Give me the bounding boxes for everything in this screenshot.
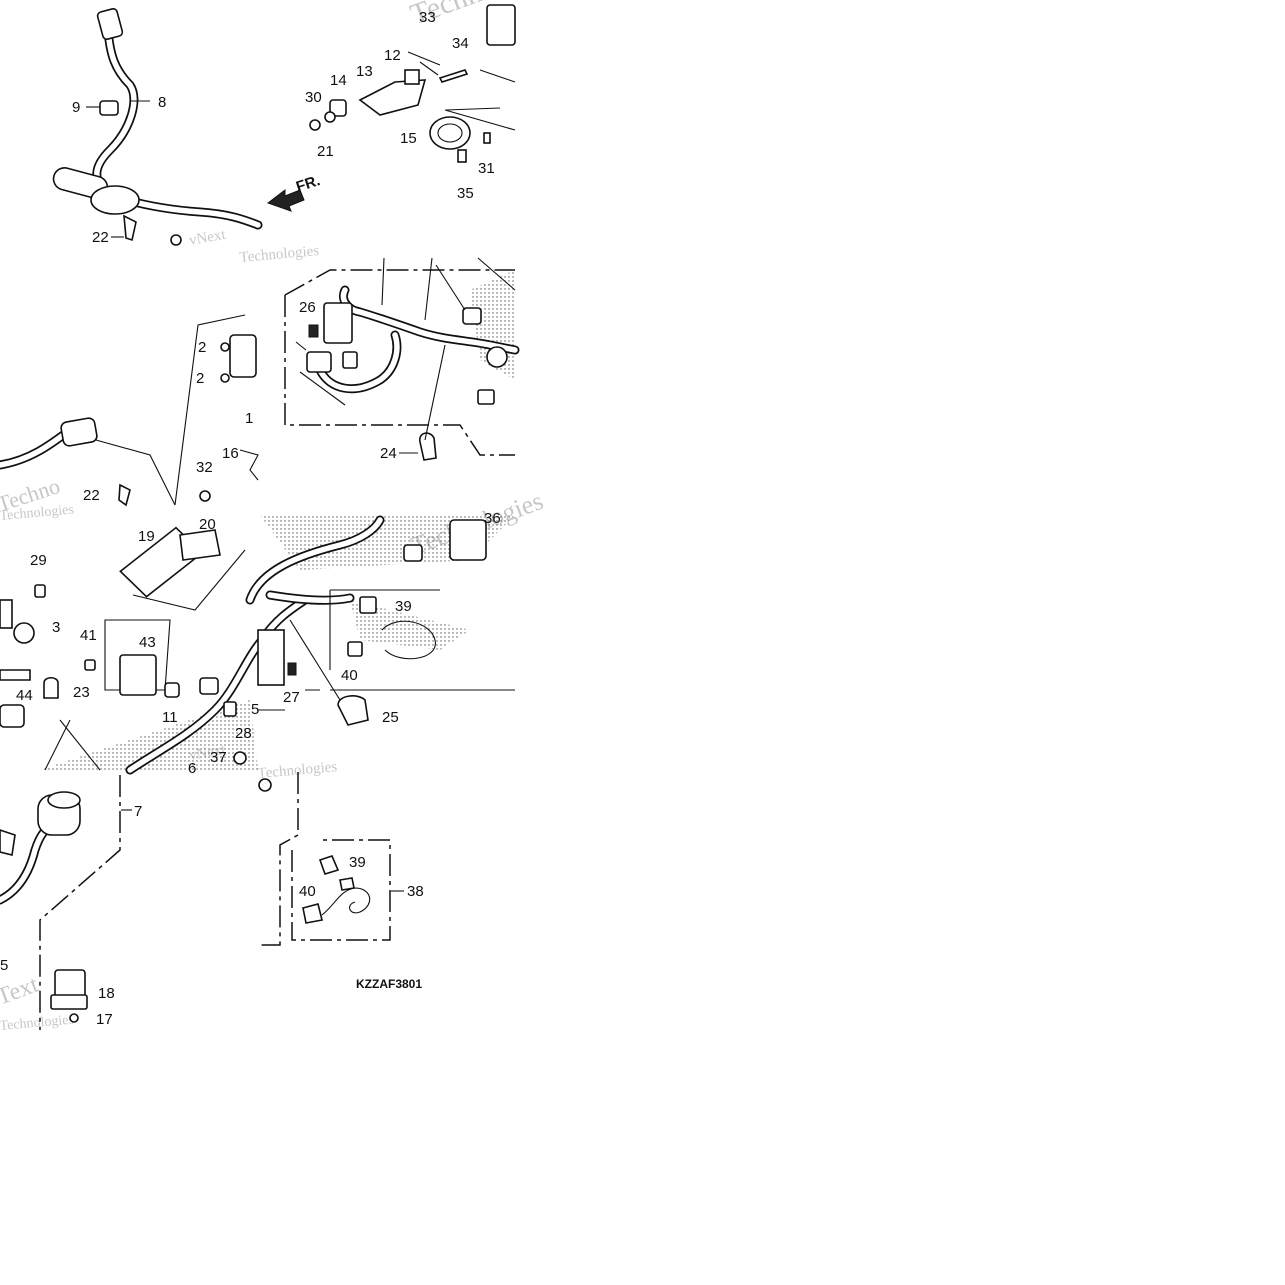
callout-43: 43 <box>139 634 156 651</box>
callout-5: 5 <box>0 957 8 974</box>
callout-16: 16 <box>222 445 239 462</box>
bracket-assembly <box>309 4 516 163</box>
shaded-areas <box>40 270 515 770</box>
callout-6: 6 <box>188 760 196 777</box>
callout-39: 39 <box>349 854 366 871</box>
callout-3: 3 <box>52 619 60 636</box>
callout-23: 23 <box>73 684 90 701</box>
callout-34: 34 <box>452 35 469 52</box>
callout-2: 2 <box>198 339 206 356</box>
callout-20: 20 <box>199 516 216 533</box>
callout-26: 26 <box>299 299 316 316</box>
callout-8: 8 <box>158 94 166 111</box>
callout-7: 7 <box>134 803 142 820</box>
callout-19: 19 <box>138 528 155 545</box>
callout-12: 12 <box>384 47 401 64</box>
callout-5: 5 <box>251 701 259 718</box>
callout-40: 40 <box>341 667 358 684</box>
callout-17: 17 <box>96 1011 113 1028</box>
callout-29: 29 <box>30 552 47 569</box>
callout-18: 18 <box>98 985 115 1002</box>
diagram-code: KZZAF3801 <box>356 977 422 991</box>
callout-33: 33 <box>419 9 436 26</box>
callout-30: 30 <box>305 89 322 106</box>
callout-22: 22 <box>92 229 109 246</box>
callout-44: 44 <box>16 687 33 704</box>
callout-14: 14 <box>330 72 347 89</box>
middle-left-parts <box>0 314 259 507</box>
callout-9: 9 <box>72 99 80 116</box>
callout-13: 13 <box>356 63 373 80</box>
watermark-text: vNext <box>188 227 228 249</box>
watermark-text: Technologies <box>257 759 338 782</box>
callout-15: 15 <box>400 130 417 147</box>
middle-right-detail <box>284 257 520 461</box>
callout-35: 35 <box>457 185 474 202</box>
callout-24: 24 <box>380 445 397 462</box>
callout-27: 27 <box>283 689 300 706</box>
callout-1: 1 <box>245 410 253 427</box>
callout-40: 40 <box>299 883 316 900</box>
callout-28: 28 <box>235 725 252 742</box>
front-direction-arrow: FR. <box>266 172 322 212</box>
callout-21: 21 <box>317 143 334 160</box>
front-label: FR. <box>294 172 322 196</box>
watermark-text: Technologies <box>0 503 75 524</box>
callout-32: 32 <box>196 459 213 476</box>
callout-2: 2 <box>196 370 204 387</box>
callout-39: 39 <box>395 598 412 615</box>
callout-38: 38 <box>407 883 424 900</box>
callout-31: 31 <box>478 160 495 177</box>
callout-37: 37 <box>210 749 227 766</box>
callout-25: 25 <box>382 709 399 726</box>
watermark-text: Technologies <box>239 243 320 266</box>
bottom-right-parts <box>258 772 391 946</box>
watermark-text: Text <box>0 972 42 1011</box>
callout-36: 36 <box>484 510 501 527</box>
main-harness <box>125 515 515 775</box>
callout-41: 41 <box>80 627 97 644</box>
callout-22: 22 <box>83 487 100 504</box>
sub-harness-8 <box>52 7 263 246</box>
bottom-left-parts <box>0 775 121 1030</box>
callout-11: 11 <box>162 709 178 726</box>
watermark-text: Technologies <box>0 1013 75 1034</box>
